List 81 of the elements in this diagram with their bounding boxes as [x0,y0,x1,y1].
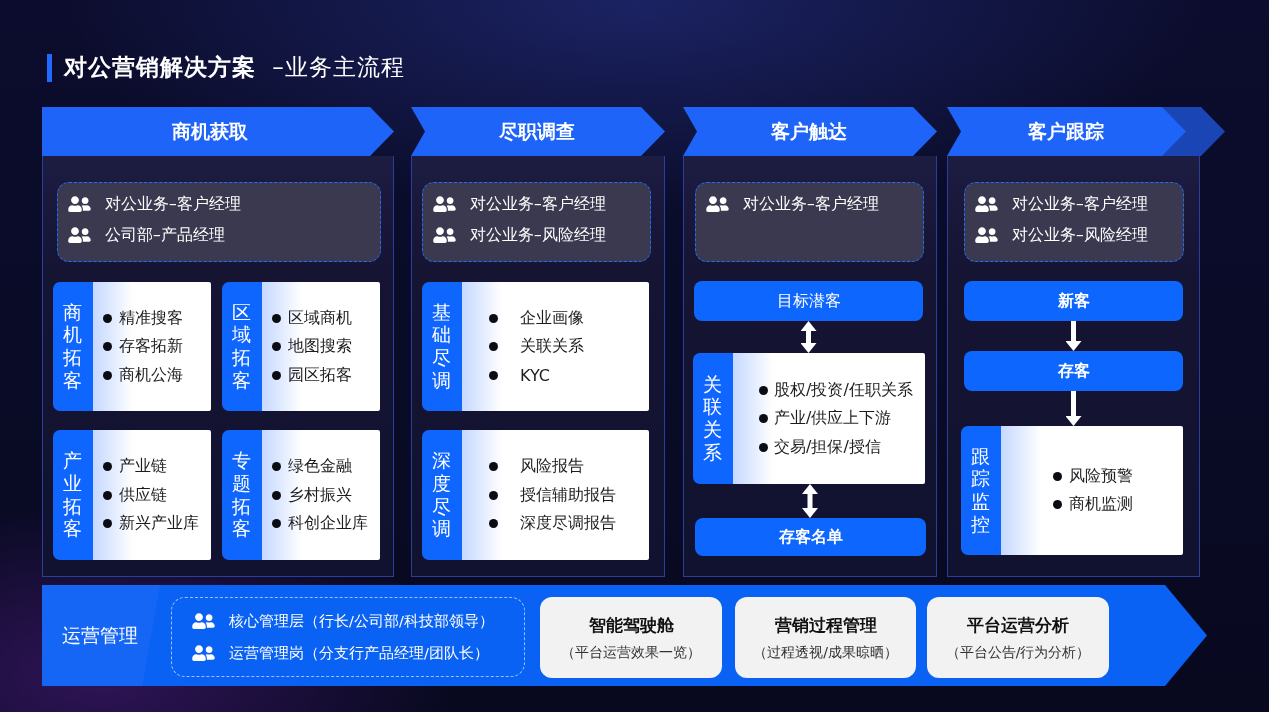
feature-description: （过程透视/成果晾晒） [753,643,898,662]
list-item: 产业链 [119,456,167,477]
list-item: 风险预警 [1069,465,1133,487]
process-stage-panel [411,107,665,577]
list-item: 区域商机 [288,307,352,329]
feature-title: 营销过程管理 [774,613,877,637]
list-item: 新兴产业库 [119,513,199,534]
list-item: 关联关系 [520,336,584,357]
category-label: 基础尽调 [432,300,451,393]
list-item: 商机监测 [1069,494,1133,516]
role-group-panel [695,182,924,262]
list-item: 交易/担保/授信 [774,436,881,458]
list-item: 风险报告 [520,456,584,477]
role-label: 对公业务–客户经理 [1012,193,1148,215]
band-title: 运营管理 [62,622,138,648]
list-item: 精准搜客 [119,307,183,329]
process-stage-panel [683,107,937,577]
role-label: 对公业务–风险经理 [1012,224,1148,246]
stage-title: 商机获取 [172,119,248,144]
role-group-panel [422,182,651,262]
category-card [422,430,649,560]
step-bar: 存客名单 [695,518,926,556]
role-group-panel [964,182,1184,262]
arrow [1065,391,1082,426]
stage-title: 客户跟踪 [1027,119,1104,144]
category-card [693,353,925,484]
role-label: 对公业务–风险经理 [470,224,606,246]
list-item: 绿色金融 [288,456,352,477]
feature-title: 智能驾驶舱 [588,613,674,637]
list-item: 股权/投资/任职关系 [774,379,913,401]
stage-title: 客户触达 [771,119,847,144]
role-group-frame [171,597,525,677]
category-label: 产业拓客 [63,449,82,541]
role-label: 对公业务–客户经理 [470,193,606,215]
category-label: 跟踪监控 [971,444,990,537]
feature-description: （平台运营效果一览） [561,643,701,662]
category-card [961,426,1183,555]
process-stage-panel [947,107,1200,577]
list-item: 地图搜索 [288,336,352,357]
category-card [422,282,649,411]
category-card [222,282,380,411]
feature-card [540,597,722,678]
category-label: 深度尽调 [432,449,451,541]
arrow [1065,321,1082,351]
category-label: 商机拓客 [63,300,82,393]
list-item: 授信辅助报告 [520,484,616,506]
operations-arrow-band [42,585,1207,686]
list-item: 科创企业库 [288,513,368,534]
step-bar: 新客 [964,281,1183,321]
feature-title: 平台运营分析 [967,613,1069,637]
step-bar: 目标潜客 [694,281,923,321]
list-item: 园区拓客 [288,364,352,386]
process-stage-panel [42,107,394,577]
double-arrow [802,484,818,518]
category-card [222,430,380,560]
list-item: 乡村振兴 [288,484,352,506]
list-item: 供应链 [119,484,167,506]
page-title: 对公营销解决方案 –业务主流程 [64,53,405,82]
double-arrow [800,321,817,353]
list-item: KYC [520,365,550,385]
role-group-panel [57,182,381,262]
stage-title: 尽职调查 [499,119,575,144]
feature-card [735,597,916,678]
category-card [53,430,211,560]
role-label: 对公业务–客户经理 [743,193,879,215]
role-label: 对公业务–客户经理 [105,193,241,215]
feature-card [927,597,1109,678]
category-label: 关联关系 [703,372,722,465]
role-label: 核心管理层（行长/公司部/科技部领导） [229,611,494,631]
step-bar: 存客 [964,351,1183,391]
category-label: 区域拓客 [232,300,251,393]
list-item: 商机公海 [119,364,183,386]
category-card [53,282,211,411]
feature-description: （平台公告/行为分析） [945,643,1091,662]
list-item: 产业/供应上下游 [774,408,892,429]
role-label: 公司部–产品经理 [105,224,225,246]
category-label: 专题拓客 [232,449,251,541]
role-label: 运营管理岗（分支行产品经理/团队长） [229,643,489,663]
list-item: 深度尽调报告 [520,513,616,534]
list-item: 存客拓新 [119,336,183,357]
list-item: 企业画像 [520,307,584,329]
